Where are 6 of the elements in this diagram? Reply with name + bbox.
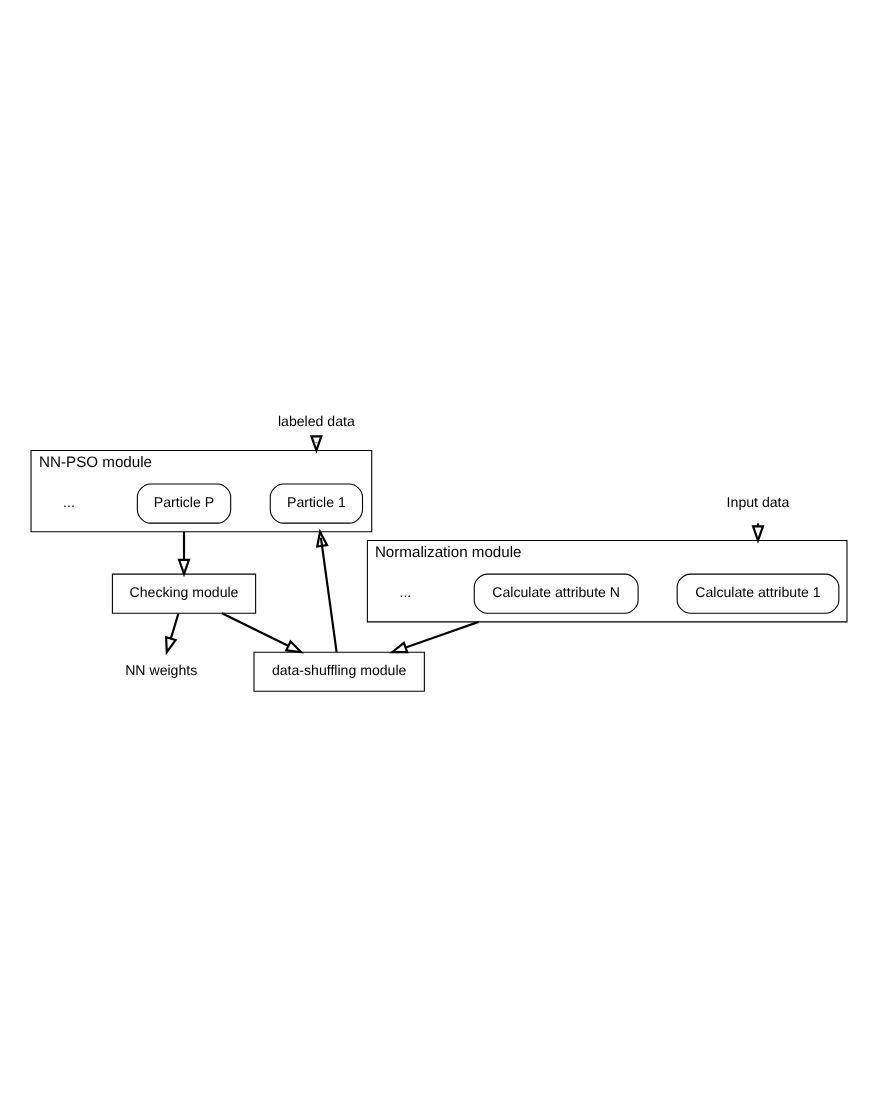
arrow bbox=[314, 528, 337, 652]
arrow bbox=[388, 620, 479, 654]
arrow bbox=[308, 435, 322, 454]
arrow bbox=[163, 613, 179, 656]
arrow bbox=[220, 612, 303, 654]
arrow bbox=[176, 531, 190, 578]
